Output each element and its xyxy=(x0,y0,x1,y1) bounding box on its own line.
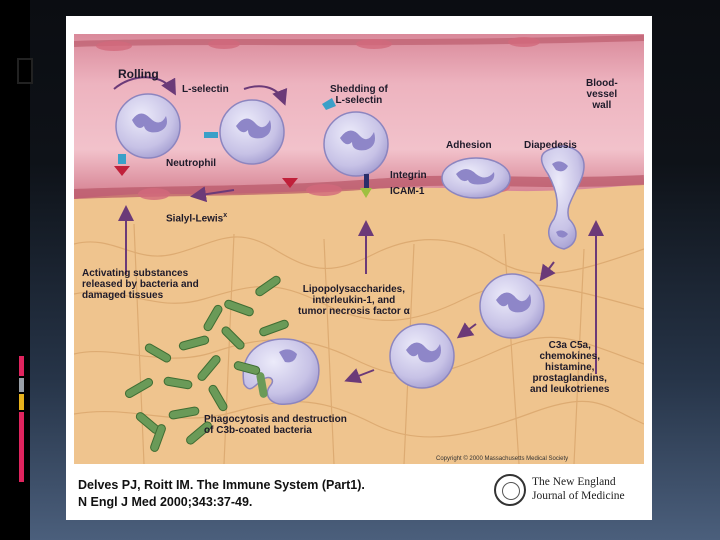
bacteria-cluster xyxy=(124,275,289,452)
citation-line-2: N Engl J Med 2000;343:37-49. xyxy=(78,495,253,509)
left-sidebar-strip xyxy=(0,0,30,540)
neutrophil-adhesion xyxy=(441,157,511,199)
neutrophil-tissue-2 xyxy=(389,323,455,389)
neutrophil-diapedesis xyxy=(540,145,585,250)
accent-bar-pink xyxy=(19,356,24,376)
label-rolling: Rolling xyxy=(118,67,159,81)
copyright-notice: Copyright © 2000 Massachusetts Medical S… xyxy=(436,456,569,462)
label-c3a-c5a-chemokines: C3a C5a,chemokines,histamine,prostagland… xyxy=(530,340,610,395)
phagocytosing-neutrophil xyxy=(242,338,320,405)
neutrophil-rolling-1 xyxy=(115,93,181,159)
nejm-seal-icon xyxy=(494,474,526,506)
label-integrin: Integrin xyxy=(390,170,427,181)
process-arrows xyxy=(113,76,604,384)
neutrophil-rolling-2 xyxy=(219,99,285,165)
neutrophil-tissue-1 xyxy=(479,273,545,339)
label-sialyl-lewis: Sialyl-Lewisx xyxy=(166,212,228,225)
label-neutrophil: Neutrophil xyxy=(166,158,216,169)
slide-bullet-marker xyxy=(17,58,33,84)
nejm-title: The New England Journal of Medicine xyxy=(532,476,625,502)
accent-bar-pink-long xyxy=(19,412,24,482)
receptor-molecules xyxy=(114,98,372,198)
label-l-selectin: L-selectin xyxy=(182,84,229,95)
neutrophil-shedding xyxy=(323,111,389,177)
citation: Delves PJ, Roitt IM. The Immune System (… xyxy=(78,477,365,511)
nejm-logo: The New England Journal of Medicine xyxy=(494,472,644,512)
citation-line-1: Delves PJ, Roitt IM. The Immune System (… xyxy=(78,478,365,492)
label-diapedesis: Diapedesis xyxy=(524,140,577,151)
accent-bar-yellow xyxy=(19,394,24,410)
label-icam-1: ICAM-1 xyxy=(390,186,425,197)
diagram-artwork xyxy=(74,34,644,464)
label-adhesion: Adhesion xyxy=(446,140,492,151)
accent-bar-gray xyxy=(19,378,24,392)
